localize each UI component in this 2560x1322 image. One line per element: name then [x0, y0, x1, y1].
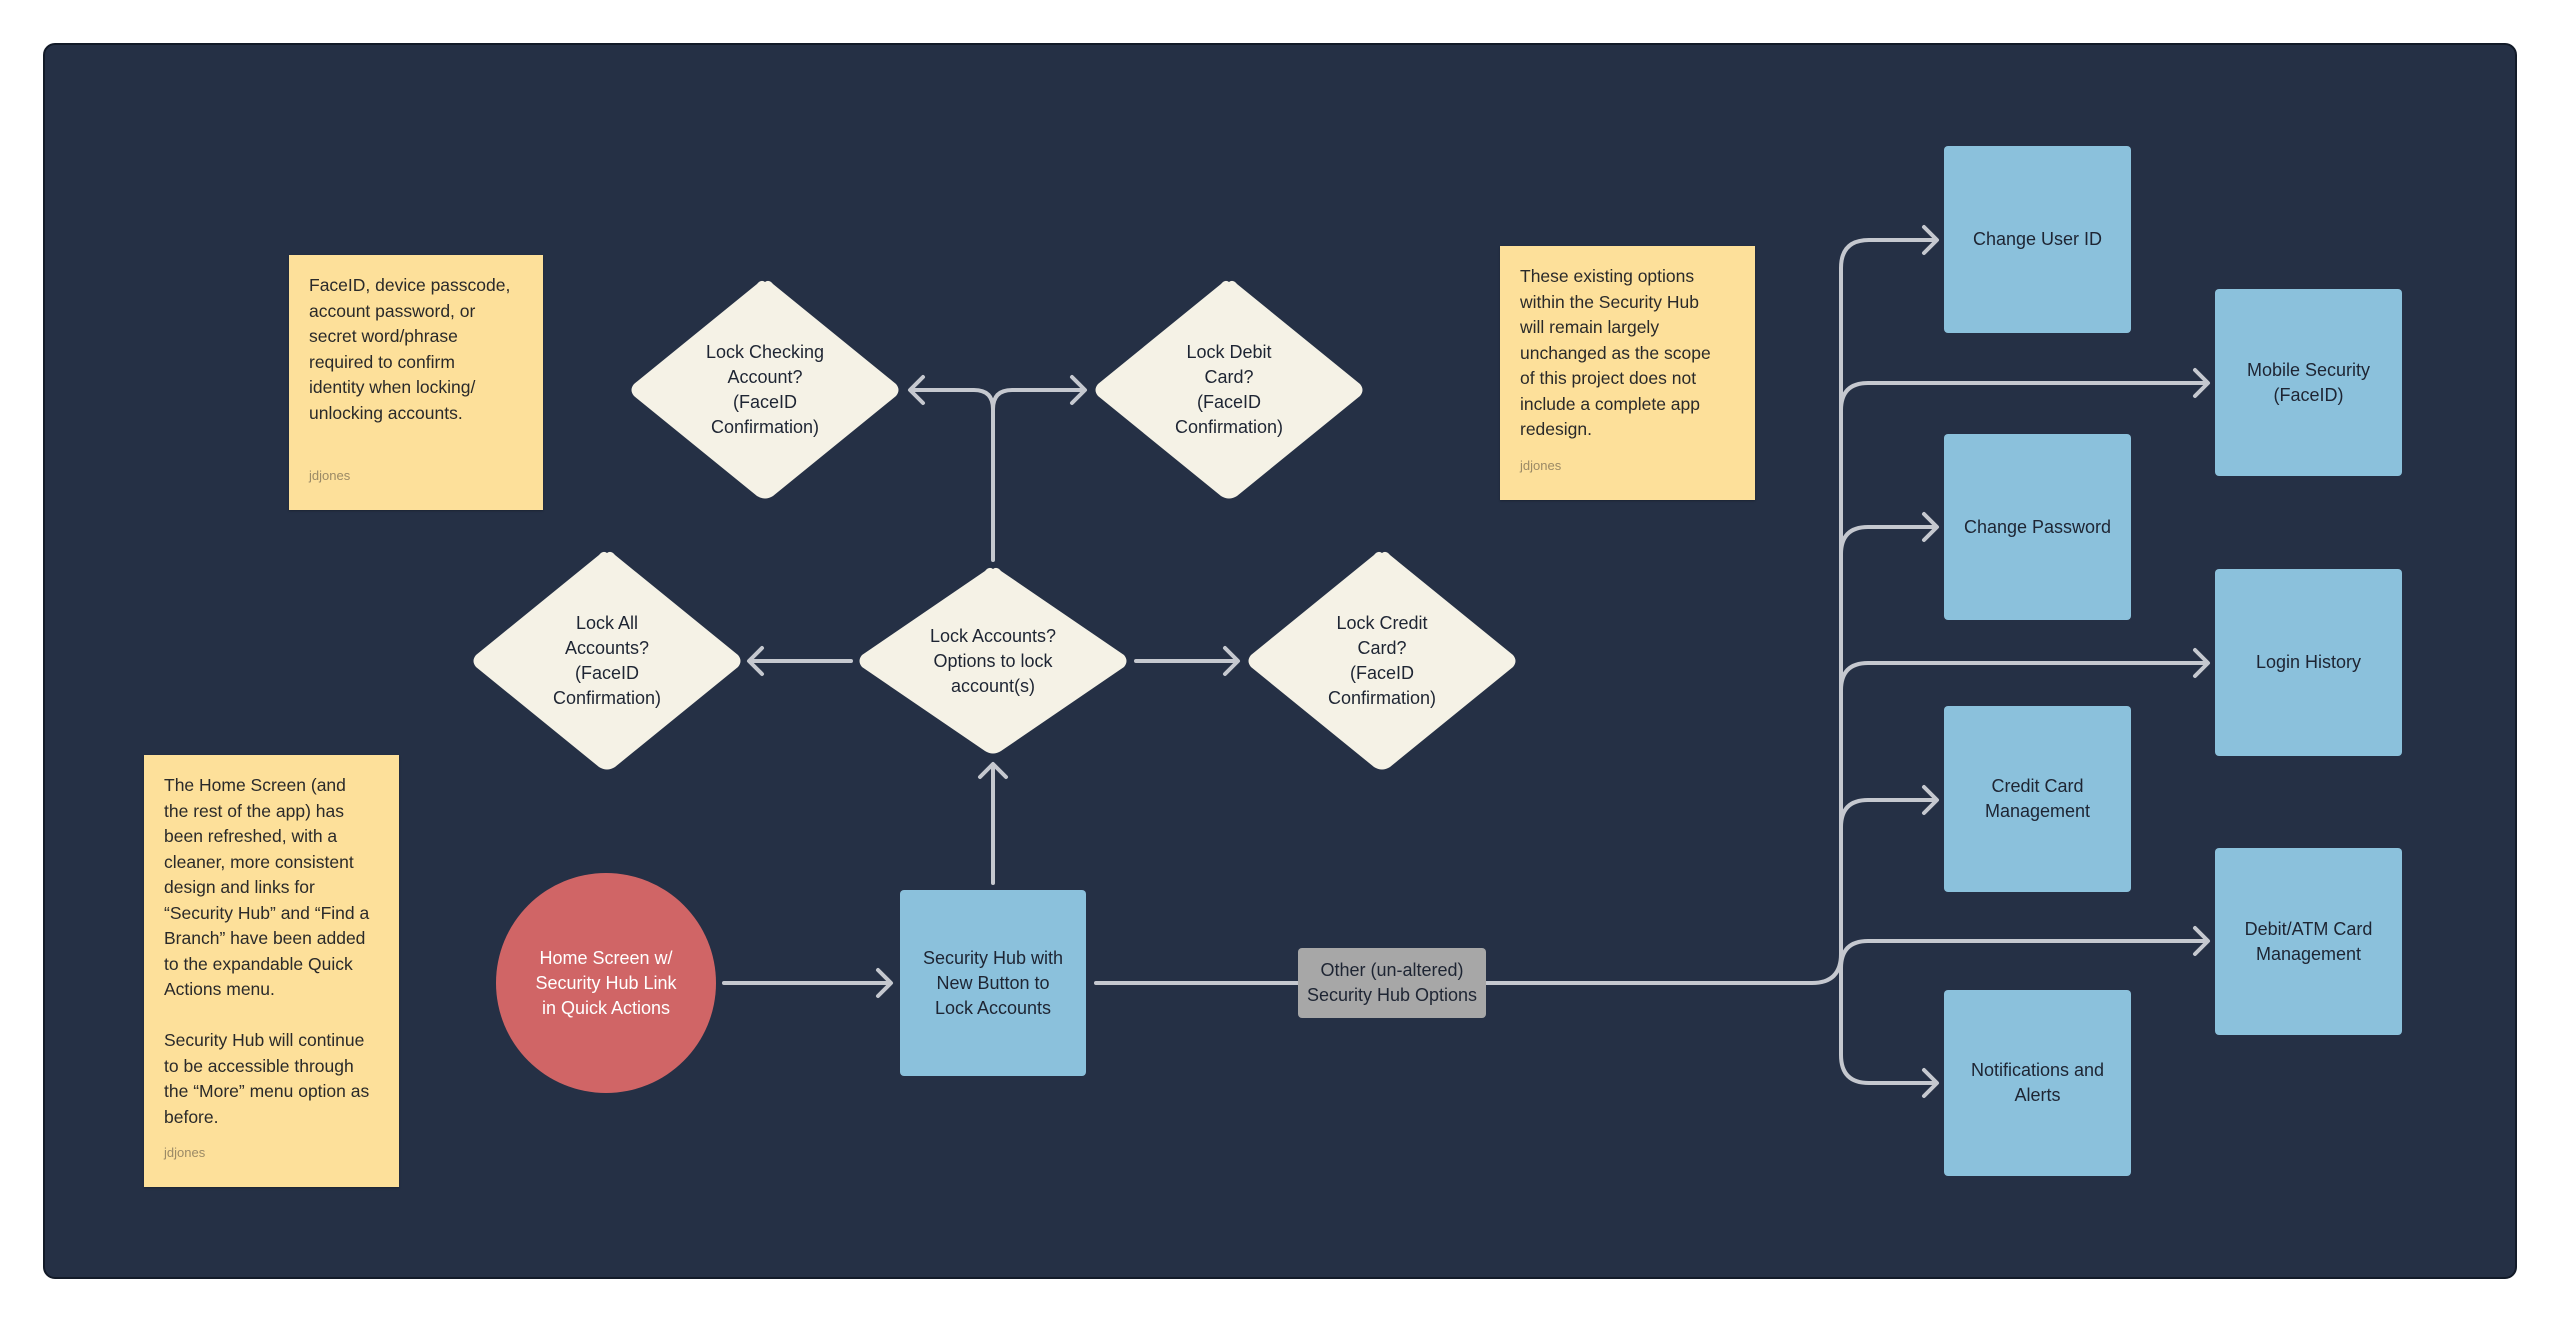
branch-change-password [1839, 525, 1938, 556]
arrowhead-to-lock-credit [1223, 646, 1240, 676]
sticky-note-home-screen[interactable]: The Home Screen (and the rest of the app… [144, 755, 399, 1187]
sticky-note-existing-options[interactable]: These existing options within the Securi… [1500, 246, 1755, 500]
home-screen-node[interactable]: Home Screen w/ Security Hub Link in Quic… [496, 873, 716, 1093]
lock-accounts-label: Lock Accounts? Options to lock account(s… [929, 625, 1057, 696]
sticky-note-faceid[interactable]: FaceID, device passcode, account passwor… [289, 255, 543, 510]
arrowhead-login-history [2193, 648, 2210, 678]
other-options-label: Other (un-altered) Security Hub Options [1306, 960, 1478, 1005]
branch-debit-atm [1839, 939, 2209, 970]
lock-all-decision[interactable]: Lock All Accounts? (FaceID Confirmation) [470, 550, 744, 772]
arrowhead-home-to-hub [876, 968, 893, 998]
sticky-note-author: jdjones [164, 1144, 206, 1160]
login-history-label: Login History [2255, 652, 2362, 672]
arrowhead-hub-to-lock-accounts [978, 762, 1008, 779]
lock-debit-decision[interactable]: Lock Debit Card? (FaceID Confirmation) [1092, 279, 1366, 501]
arrowhead-debit-atm [2193, 926, 2210, 956]
lock-credit-label: Lock Credit Card? (FaceID Confirmation) [1327, 613, 1437, 708]
other-options-connector-label[interactable]: Other (un-altered) Security Hub Options [1298, 948, 1486, 1018]
arrowhead-to-lock-all [747, 646, 764, 676]
sticky-note-author: jdjones [309, 467, 351, 483]
change-password-node[interactable]: Change Password [1944, 434, 2131, 620]
lock-credit-decision[interactable]: Lock Credit Card? (FaceID Confirmation) [1245, 550, 1519, 772]
sticky-note-text: FaceID, device passcode, account passwor… [309, 275, 511, 423]
sticky-note-author: jdjones [1520, 457, 1562, 473]
arrowhead-to-lock-debit [1070, 375, 1087, 405]
login-history-node[interactable]: Login History [2215, 569, 2402, 756]
diamond-shape [859, 567, 1127, 754]
notifications-alerts-node[interactable]: Notifications and Alerts [1944, 990, 2131, 1176]
credit-card-management-label: Credit Card Management [1984, 776, 2091, 821]
arrowhead-mobile-security [2193, 368, 2210, 398]
debit-atm-card-management-label: Debit/ATM Card Management [2244, 918, 2373, 964]
diamond-shape [1248, 551, 1516, 770]
sticky-note-text: The Home Screen (and the rest of the app… [164, 775, 370, 1127]
trunk-lower [1839, 952, 1938, 1085]
diamond-shape [473, 551, 741, 770]
lock-all-label: Lock All Accounts? (FaceID Confirmation) [552, 613, 662, 708]
change-user-id-label: Change User ID [1972, 229, 2103, 249]
security-hub-node[interactable]: Security Hub with New Button to Lock Acc… [900, 890, 1086, 1076]
mobile-security-node[interactable]: Mobile Security (FaceID) [2215, 289, 2402, 476]
mobile-security-label: Mobile Security (FaceID) [2246, 359, 2371, 405]
lock-checking-decision[interactable]: Lock Checking Account? (FaceID Confirmat… [628, 279, 902, 501]
debit-atm-card-management-node[interactable]: Debit/ATM Card Management [2215, 848, 2402, 1035]
lock-checking-label: Lock Checking Account? (FaceID Confirmat… [705, 342, 825, 437]
connector-fork-up [909, 388, 995, 562]
lock-debit-label: Lock Debit Card? (FaceID Confirmation) [1174, 342, 1284, 437]
diamond-shape [631, 280, 899, 499]
arrowhead-change-user-id [1922, 225, 1939, 255]
diamond-shape [1095, 280, 1363, 499]
branch-credit-card [1839, 798, 1938, 829]
arrowhead-notifications [1922, 1068, 1939, 1098]
arrowhead-credit-card [1922, 785, 1939, 815]
home-screen-label: Home Screen w/ Security Hub Link in Quic… [535, 947, 677, 1018]
branch-login-history [1839, 661, 2209, 692]
sticky-note-text: These existing options within the Securi… [1520, 266, 1711, 439]
change-user-id-node[interactable]: Change User ID [1944, 146, 2131, 333]
credit-card-management-node[interactable]: Credit Card Management [1944, 706, 2131, 892]
arrowhead-to-lock-checking [908, 375, 925, 405]
lock-accounts-decision[interactable]: Lock Accounts? Options to lock account(s… [856, 566, 1130, 756]
connector-options-to-trunk [1484, 238, 1938, 985]
branch-mobile-security [1839, 381, 2209, 412]
security-hub-label: Security Hub with New Button to Lock Acc… [922, 947, 1064, 1018]
notifications-alerts-label: Notifications and Alerts [1970, 1060, 2105, 1105]
change-password-label: Change Password [1963, 516, 2112, 537]
connector-fork-right [991, 388, 1086, 411]
arrowhead-change-password [1922, 512, 1939, 542]
